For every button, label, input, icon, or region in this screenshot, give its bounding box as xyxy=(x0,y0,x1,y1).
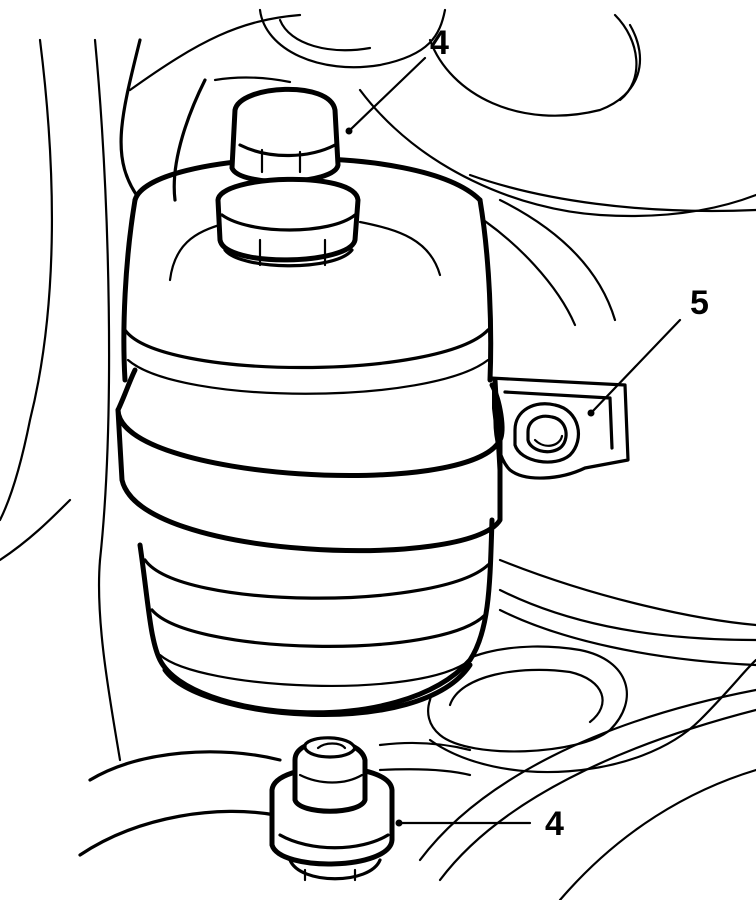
callout-label-bottom: 4 xyxy=(545,805,564,843)
top-fitting xyxy=(172,76,361,268)
background-chassis xyxy=(0,8,756,900)
mounting-bracket xyxy=(488,376,630,480)
filter-canister xyxy=(115,156,505,729)
callout-label-top: 4 xyxy=(430,24,449,62)
bottom-fitting xyxy=(269,736,395,882)
callout-label-bracket: 5 xyxy=(690,284,709,322)
callout-leaders xyxy=(345,56,682,827)
